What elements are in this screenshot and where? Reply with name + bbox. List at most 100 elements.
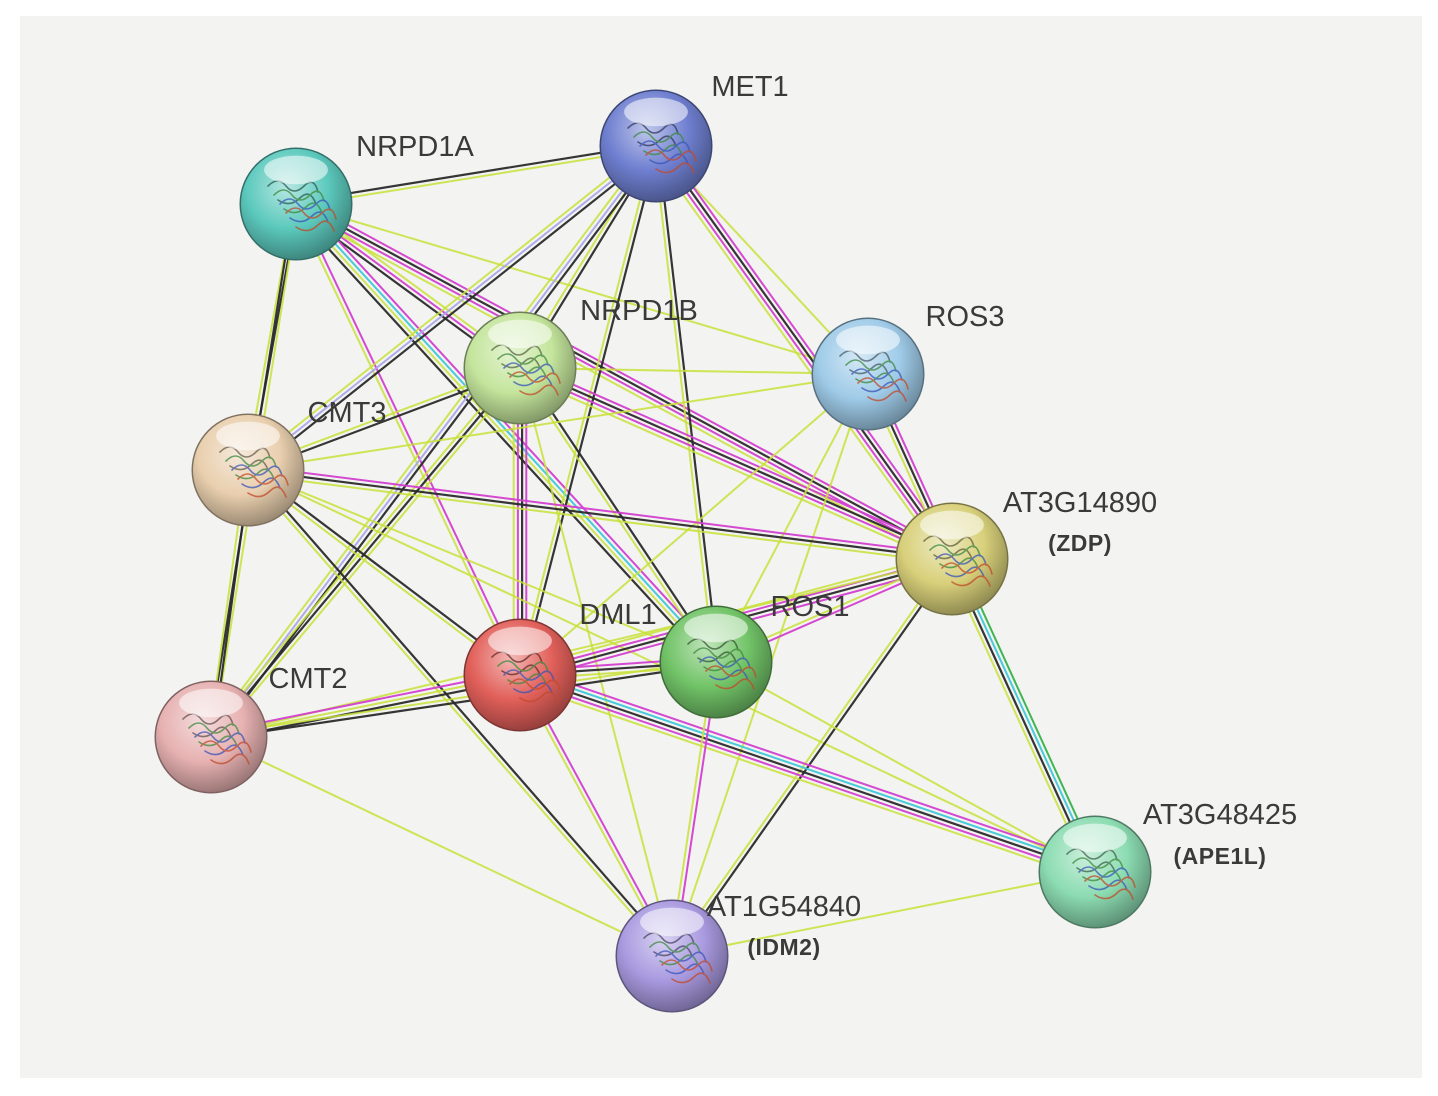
edge-strand-yellow-green bbox=[516, 681, 1094, 881]
edge-strand-black bbox=[248, 467, 523, 675]
edge-nrpd1a-zdp bbox=[292, 197, 956, 566]
edge-strand-black bbox=[656, 143, 955, 559]
node-label-met1: MET1 bbox=[711, 71, 788, 103]
edge-strand-black bbox=[210, 662, 718, 741]
edge-strand-black bbox=[672, 559, 955, 959]
edge-strand-magenta bbox=[298, 197, 956, 555]
node-gloss bbox=[920, 510, 984, 540]
edge-strand-yellow-green bbox=[669, 556, 952, 956]
edge-strand-yellow-green bbox=[519, 367, 869, 375]
node-cmt2[interactable] bbox=[154, 680, 268, 794]
edge-strand-magenta bbox=[521, 666, 1099, 866]
edge-strand-black bbox=[518, 673, 1097, 874]
protein-structure-icon bbox=[1066, 848, 1136, 900]
edge-ape1l-idm2 bbox=[671, 871, 1096, 957]
edge-nrpd1b-zdp bbox=[516, 361, 956, 566]
edge-zdp-ape1l bbox=[945, 555, 1102, 876]
edge-strand-magenta bbox=[296, 202, 523, 676]
protein-structure-icon bbox=[182, 713, 252, 765]
edge-strand-yellow-green bbox=[295, 147, 658, 208]
node-label-cmt3: CMT3 bbox=[308, 397, 387, 429]
edge-strand-yellow-green bbox=[245, 470, 672, 959]
node-gloss bbox=[684, 613, 748, 643]
edge-nrpd1b-cmt2 bbox=[206, 364, 525, 741]
node-gloss bbox=[624, 97, 688, 127]
node-sublabel-zdp: (ZDP) bbox=[1048, 530, 1112, 556]
edge-strand-yellow-green bbox=[516, 372, 951, 566]
node-label-cmt2: CMT2 bbox=[269, 663, 348, 695]
edge-strand-lavender bbox=[247, 145, 657, 471]
edge-strand-yellow-green bbox=[209, 658, 717, 736]
edge-strand-yellow-green bbox=[244, 141, 655, 468]
edge-strand-black bbox=[520, 365, 719, 662]
edge-strand-magenta bbox=[247, 464, 954, 556]
edge-strand-yellow-green bbox=[293, 204, 716, 665]
node-gloss bbox=[836, 325, 900, 355]
edge-cmt2-idm2 bbox=[210, 736, 673, 957]
node-dml1[interactable] bbox=[463, 618, 577, 732]
node-cmt3[interactable] bbox=[191, 413, 305, 527]
edge-strand-black bbox=[290, 207, 713, 668]
node-label-dml1: DML1 bbox=[579, 599, 656, 631]
edge-strand-magenta bbox=[660, 141, 959, 557]
edge-strand-yellow-green bbox=[213, 369, 525, 741]
edge-zdp-idm2 bbox=[669, 556, 955, 959]
node-zdp[interactable] bbox=[895, 502, 1009, 616]
edge-nrpd1b-ros3 bbox=[519, 367, 869, 375]
edge-strand-green bbox=[956, 555, 1102, 871]
edge-strand-yellow-green bbox=[519, 373, 869, 676]
node-met1[interactable] bbox=[599, 89, 713, 203]
edge-strand-yellow-green bbox=[293, 203, 520, 677]
edge-cmt3-idm2 bbox=[245, 467, 675, 959]
node-ros1[interactable] bbox=[659, 605, 773, 719]
node-gloss bbox=[488, 626, 552, 656]
edge-strand-yellow-green bbox=[206, 364, 518, 736]
edge-strand-cyan bbox=[296, 201, 719, 662]
node-gloss bbox=[264, 155, 328, 185]
edge-ros1-cmt2 bbox=[209, 658, 718, 741]
node-gloss bbox=[1063, 823, 1127, 853]
edge-strand-yellow-green bbox=[945, 560, 1091, 876]
edge-strand-black bbox=[295, 201, 955, 559]
edge-strand-magenta bbox=[294, 204, 952, 562]
node-nrpd1b[interactable] bbox=[463, 311, 577, 425]
node-ape1l[interactable] bbox=[1038, 815, 1152, 929]
edge-strand-yellow-green bbox=[292, 208, 950, 566]
edge-strand-black bbox=[246, 468, 954, 561]
edge-strand-yellow-green bbox=[247, 469, 717, 663]
edge-strand-yellow-green bbox=[210, 736, 673, 957]
edge-strand-yellow-green bbox=[652, 145, 715, 664]
edge-strand-yellow-green bbox=[247, 373, 869, 471]
protein-structure-icon bbox=[687, 638, 757, 690]
edge-ros3-cmt3 bbox=[247, 373, 869, 471]
edge-strand-magenta bbox=[517, 678, 1095, 877]
edge-met1-ros1 bbox=[652, 144, 720, 664]
node-gloss bbox=[640, 907, 704, 937]
edge-strand-yellow-green bbox=[206, 142, 654, 736]
edge-dml1-ape1l bbox=[516, 666, 1099, 881]
node-label-ros3: ROS3 bbox=[926, 301, 1005, 333]
edge-nrpd1a-ros3 bbox=[295, 203, 869, 375]
node-label-ape1l: AT3G48425 bbox=[1143, 799, 1297, 831]
node-gloss bbox=[179, 688, 243, 718]
edge-strand-yellow-green bbox=[649, 148, 948, 564]
node-gloss bbox=[488, 319, 552, 349]
edge-strand-magenta bbox=[521, 361, 956, 555]
edge-cmt3-dml1 bbox=[245, 467, 523, 678]
edge-met1-zdp bbox=[649, 141, 959, 564]
edge-strand-magenta bbox=[653, 146, 952, 562]
edge-strand-black bbox=[948, 558, 1095, 875]
edge-strand-black bbox=[520, 145, 660, 677]
node-ros3[interactable] bbox=[811, 317, 925, 431]
node-idm2[interactable] bbox=[615, 899, 729, 1013]
node-label-nrpd1a: NRPD1A bbox=[356, 131, 474, 163]
edge-strand-yellow-green bbox=[245, 470, 520, 678]
edge-strand-black bbox=[209, 366, 522, 739]
node-label-nrpd1b: NRPD1B bbox=[580, 295, 698, 327]
edge-strand-cyan bbox=[520, 670, 1098, 869]
node-label-idm2: AT1G54840 bbox=[707, 891, 861, 923]
edge-strand-black bbox=[519, 365, 954, 559]
node-nrpd1a[interactable] bbox=[239, 147, 353, 261]
node-label-ros1: ROS1 bbox=[771, 591, 850, 623]
edge-cmt3-ros1 bbox=[247, 469, 717, 663]
